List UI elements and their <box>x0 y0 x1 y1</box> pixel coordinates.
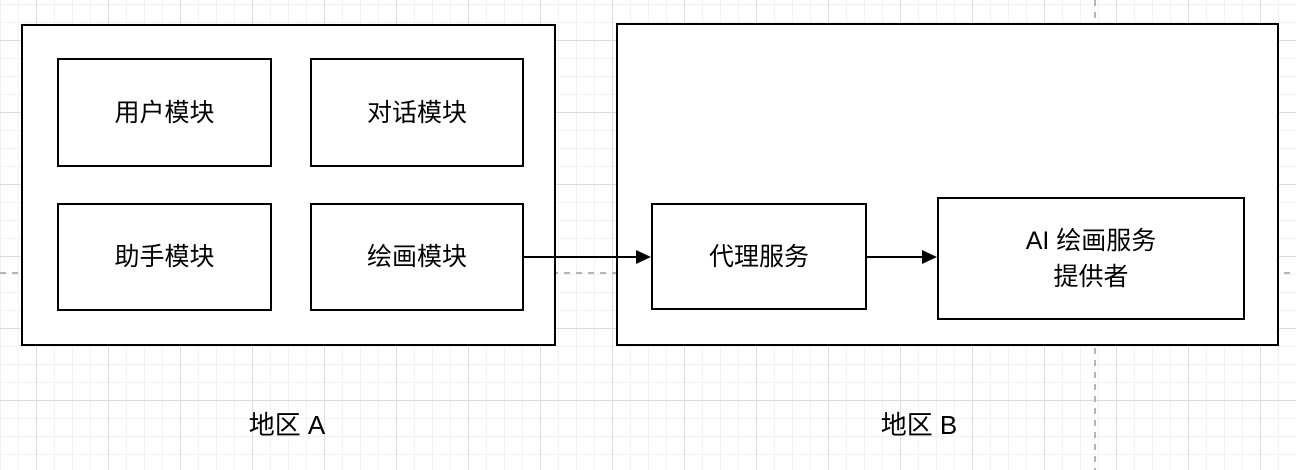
node-proxy-service: 代理服务 <box>651 203 867 310</box>
node-dialog-module: 对话模块 <box>310 58 524 167</box>
arrow-proxy-to-ai-provider-head-icon <box>922 250 937 264</box>
arrow-drawing-to-proxy <box>524 256 637 258</box>
arrow-drawing-to-proxy-head-icon <box>636 250 651 264</box>
node-ai-provider-label-line1: AI 绘画服务 <box>1025 226 1157 255</box>
arrow-proxy-to-ai-provider <box>867 256 923 258</box>
node-dialog-module-label: 对话模块 <box>366 98 467 127</box>
node-ai-provider-label-line2: 提供者 <box>1053 262 1129 291</box>
node-ai-provider: AI 绘画服务 提供者 <box>937 197 1245 320</box>
node-user-module-label: 用户模块 <box>114 98 215 127</box>
node-drawing-module: 绘画模块 <box>310 203 524 311</box>
region-b-caption: 地区 B <box>880 410 958 440</box>
node-drawing-module-label: 绘画模块 <box>366 243 467 271</box>
node-user-module: 用户模块 <box>57 58 272 167</box>
node-proxy-service-label: 代理服务 <box>708 242 809 271</box>
region-a-caption: 地区 A <box>248 410 326 440</box>
node-assistant-module-label: 助手模块 <box>114 243 215 271</box>
node-assistant-module: 助手模块 <box>57 203 272 311</box>
